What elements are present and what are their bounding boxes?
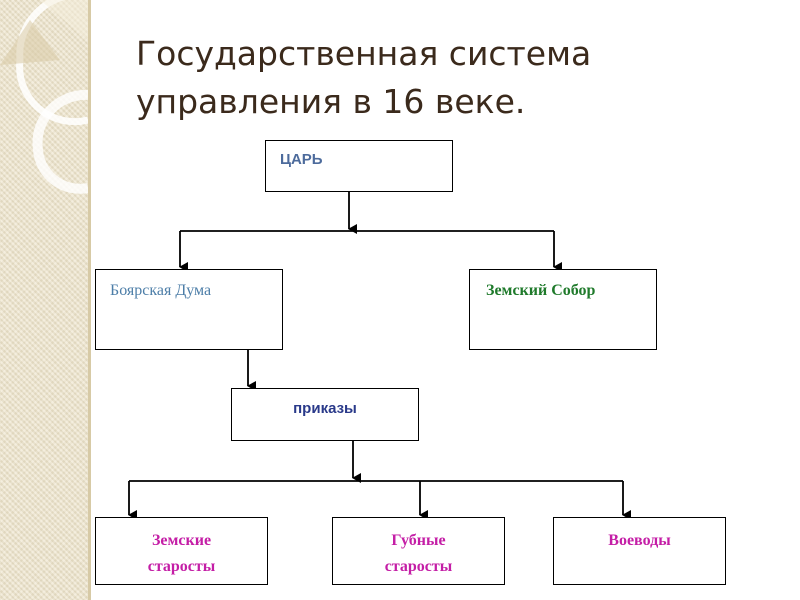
decorative-shape-top (40, 0, 88, 40)
node-boyar-duma-label: Боярская Дума (110, 282, 212, 299)
decorative-shape (0, 20, 60, 65)
node-zemsky-sobor: Земский Собор (469, 269, 657, 350)
node-tsar-label: ЦАРЬ (280, 151, 323, 168)
node-prikazy: приказы (231, 388, 419, 441)
side-strip-edge (88, 0, 91, 600)
node-gubnye-line-1: Губные (391, 532, 446, 549)
node-zemskie-line-2: старосты (147, 558, 216, 575)
node-gubnye-starosty-label: Губные старосты (333, 528, 504, 580)
node-prikazy-label: приказы (293, 400, 357, 417)
decorative-side-strip (0, 0, 88, 600)
node-gubnye-starosty: Губные старосты (332, 517, 505, 585)
node-zemsky-sobor-label: Земский Собор (486, 282, 596, 299)
node-boyar-duma: Боярская Дума (95, 269, 283, 350)
node-zemskie-starosty: Земские старосты (95, 517, 268, 585)
decorative-ring-lower (32, 89, 88, 194)
slide-title-line-2: управления в 16 веке. (136, 82, 526, 121)
decorative-rings (0, 0, 88, 194)
node-zemskie-line-1: Земские (151, 532, 212, 549)
node-tsar: ЦАРЬ (265, 140, 453, 192)
node-voevody: Воеводы (553, 517, 726, 585)
slide-title-line-1: Государственная система (136, 34, 592, 73)
node-gubnye-line-2: старосты (384, 558, 453, 575)
node-zemskie-starosty-label: Земские старосты (96, 528, 267, 580)
slide-title: Государственная система управления в 16 … (136, 30, 776, 126)
node-voevody-label: Воеводы (608, 532, 671, 549)
